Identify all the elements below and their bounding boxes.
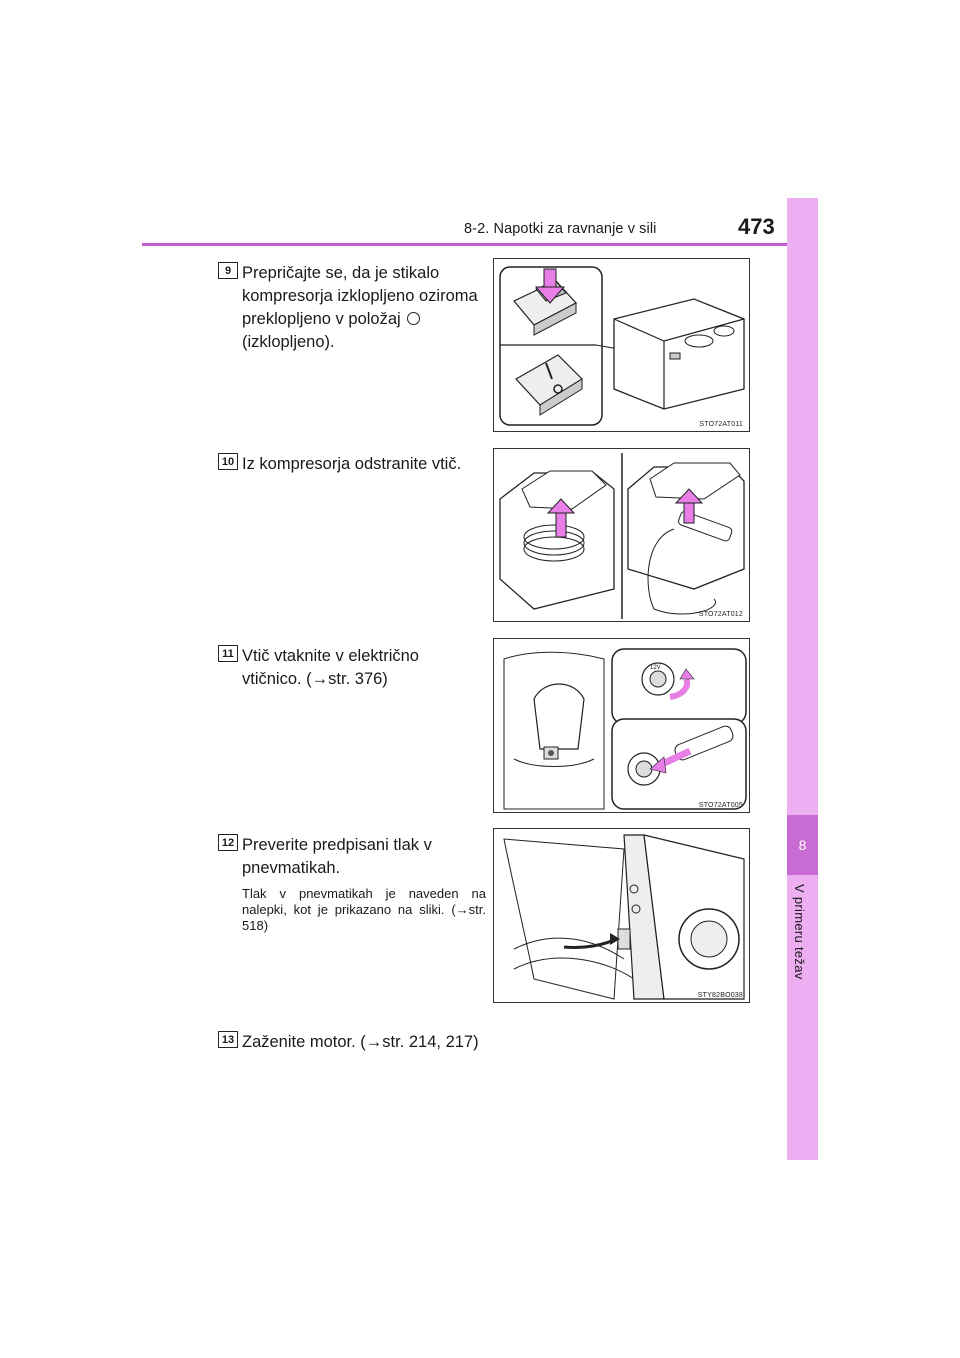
- step-number-11: 11: [218, 645, 238, 662]
- step-13-text: Zaženite motor. (→str. 214, 217): [242, 1031, 479, 1054]
- step-number-10: 10: [218, 453, 238, 470]
- step-9-text: Prepričajte se, da je stikalo kompresorj…: [242, 262, 478, 354]
- remove-plug-illustration: [499, 453, 745, 619]
- step-number-13: 13: [218, 1031, 238, 1048]
- step-number-12: 12: [218, 834, 238, 851]
- step-9-line-1: Prepričajte se, da je stikalo: [242, 264, 440, 282]
- chapter-label: V primeru težav: [792, 884, 807, 980]
- page-number: 473: [738, 214, 775, 239]
- tire-pressure-label-illustration: [503, 834, 745, 1000]
- outlet-12v-label: 12V: [650, 665, 661, 671]
- figure-code: STO72AT012: [698, 611, 743, 618]
- power-outlet-illustration: 12V: [503, 648, 747, 810]
- step-11-text: Vtič vtaknite v električno vtičnico. (→s…: [242, 645, 419, 691]
- step-10-line-1: Iz kompresorja odstranite vtič.: [242, 455, 462, 473]
- figure-compressor-switch: STO72AT011: [493, 258, 750, 432]
- header-divider: [142, 243, 818, 246]
- step-11-line-1: Vtič vtaknite v električno: [242, 647, 419, 665]
- step-12-line-1: Preverite predpisani tlak v: [242, 836, 432, 854]
- step-12-note: Tlak v pnevmatikah je naveden na nalepki…: [242, 886, 486, 933]
- chapter-number-box: 8: [787, 815, 818, 875]
- step-12-line-2: pnevmatikah.: [242, 859, 341, 877]
- step-9-line-3: preklopljeno v položaj: [242, 308, 478, 331]
- step-number-9: 9: [218, 262, 238, 279]
- figure-tire-pressure-label: STY82BO038: [493, 828, 750, 1003]
- step-9-line-4: (izklopljeno).: [242, 333, 335, 351]
- figure-code: STO72AT011: [699, 421, 743, 428]
- chapter-number: 8: [798, 837, 807, 853]
- step-10-text: Iz kompresorja odstranite vtič.: [242, 453, 461, 476]
- figure-code: STO72AT005: [698, 802, 743, 809]
- step-12-text: Preverite predpisani tlak v pnevmatikah.: [242, 834, 432, 880]
- section-title: 8-2. Napotki za ravnanje v sili: [464, 221, 657, 237]
- compressor-switch-illustration: [499, 266, 745, 426]
- step-9-line-3-text: preklopljeno v položaj: [242, 310, 401, 328]
- step-9-line-2: kompresorja izklopljeno oziroma: [242, 287, 478, 305]
- figure-power-outlet: 12V STO72AT005: [493, 638, 750, 813]
- figure-code: STY82BO038: [697, 992, 743, 999]
- step-11-line-2: vtičnico. (→str. 376): [242, 670, 388, 688]
- chapter-side-tab: [787, 198, 818, 1160]
- step-13-line-1: Zaženite motor. (→str. 214, 217): [242, 1033, 479, 1051]
- off-position-circle-icon: [406, 312, 420, 325]
- figure-remove-plug: STO72AT012: [493, 448, 750, 622]
